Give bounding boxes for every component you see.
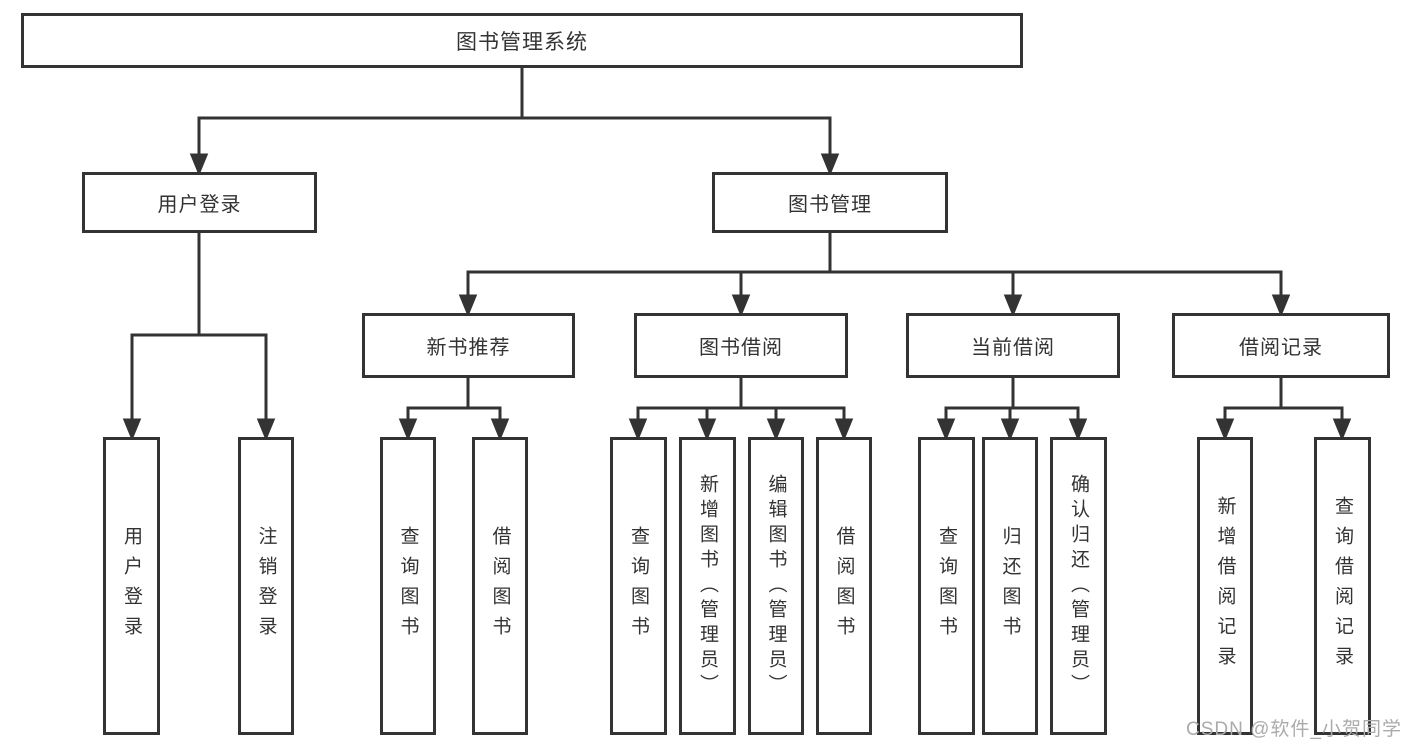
node-user-login: 用户登录 — [82, 172, 317, 233]
leaf-user-login: 用户登录 — [103, 437, 160, 735]
arrowhead-borrow-records — [1271, 294, 1291, 317]
leaf-borrow-books-borrowing: 借阅图书 — [816, 437, 872, 735]
leaf-borrow-books-recommend-label: 借阅图书 — [489, 526, 511, 646]
node-new-book-recommendation: 新书推荐 — [362, 313, 575, 378]
leaf-query-books-borrowing: 查询图书 — [610, 437, 667, 735]
arrowhead-leaf-10 — [1000, 418, 1020, 441]
leaf-logout-login-label: 注销登录 — [255, 526, 277, 646]
leaf-borrow-books-borrowing-label: 借阅图书 — [833, 526, 855, 646]
arrowhead-book-borrow — [731, 294, 751, 317]
watermark-text: CSDN @软件_小贺同学 — [1186, 719, 1402, 740]
arrowhead-leaf-2 — [256, 418, 276, 441]
node-borrowing-records: 借阅记录 — [1172, 313, 1390, 378]
leaf-query-books-recommend: 查询图书 — [380, 437, 436, 735]
leaf-user-login-label: 用户登录 — [121, 526, 142, 646]
leaf-add-borrow-record: 新增借阅记录 — [1197, 437, 1253, 735]
arrowhead-leaf-6 — [697, 418, 717, 441]
arrowhead-leaf-1 — [122, 418, 142, 441]
arrowhead-leaf-3 — [398, 418, 418, 441]
arrowhead-leaf-12 — [1215, 418, 1235, 441]
leaf-confirm-return-admin: 确认归还（管理员） — [1050, 437, 1107, 735]
arrowhead-leaf-7 — [766, 418, 786, 441]
leaf-query-books-current-label: 查询图书 — [936, 526, 957, 646]
arrowhead-new-book — [458, 294, 478, 317]
leaf-confirm-return-admin-label: 确认归还（管理员） — [1068, 473, 1089, 699]
node-book-management: 图书管理 — [712, 172, 948, 233]
leaf-return-books: 归还图书 — [982, 437, 1038, 735]
leaf-query-borrow-record-label: 查询借阅记录 — [1332, 496, 1353, 676]
leaf-return-books-label: 归还图书 — [999, 526, 1021, 646]
arrowhead-leaf-13 — [1332, 418, 1352, 441]
leaf-edit-books-admin-label: 编辑图书（管理员） — [765, 473, 787, 699]
arrowhead-leaf-11 — [1068, 418, 1088, 441]
leaf-add-books-admin-label: 新增图书（管理员） — [697, 473, 718, 699]
arrowhead-leaf-4 — [490, 418, 510, 441]
arrowhead-user-login — [189, 153, 209, 176]
node-book-borrowing: 图书借阅 — [634, 313, 848, 378]
leaf-borrow-books-recommend: 借阅图书 — [472, 437, 528, 735]
leaf-edit-books-admin: 编辑图书（管理员） — [748, 437, 804, 735]
arrowhead-leaf-9 — [936, 418, 956, 441]
arrowhead-book-management — [820, 153, 840, 176]
leaf-add-books-admin: 新增图书（管理员） — [679, 437, 736, 735]
node-current-borrowing: 当前借阅 — [906, 313, 1120, 378]
leaf-query-books-recommend-label: 查询图书 — [397, 526, 419, 646]
leaf-logout-login: 注销登录 — [238, 437, 294, 735]
leaf-add-borrow-record-label: 新增借阅记录 — [1214, 496, 1236, 676]
arrowhead-leaf-5 — [628, 418, 648, 441]
arrowhead-leaf-8 — [834, 418, 854, 441]
leaf-query-borrow-record: 查询借阅记录 — [1314, 437, 1371, 735]
node-root: 图书管理系统 — [21, 13, 1023, 68]
arrowhead-current-borrow — [1003, 294, 1023, 317]
leaf-query-books-borrowing-label: 查询图书 — [628, 526, 649, 646]
leaf-query-books-current: 查询图书 — [918, 437, 975, 735]
